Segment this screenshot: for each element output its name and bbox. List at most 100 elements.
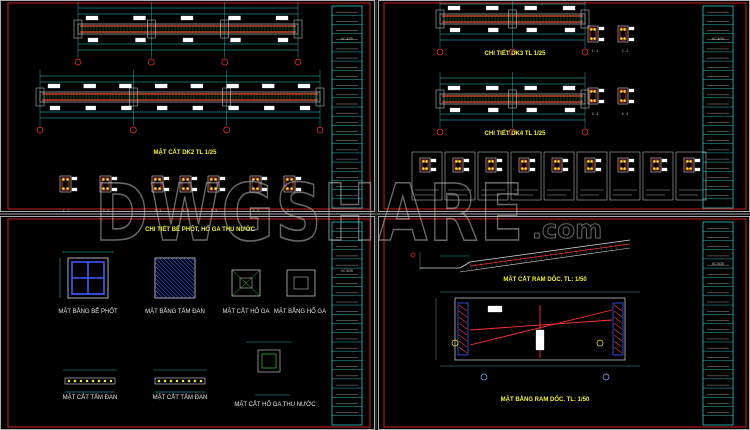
section-tag [694,158,701,163]
manhole-section [231,269,261,297]
sheet-number: KC 5/25 [341,269,353,273]
rebar-dot [554,167,557,170]
grid-bubble [581,128,589,136]
section-tag [529,158,536,163]
rebar-dot [623,160,626,163]
hatch-line [158,257,196,295]
wall-hatch [613,304,623,312]
rebar-tag [85,15,99,21]
section-tag [595,167,602,172]
rebar-tag [190,83,204,89]
caption-section-dk2: MẶT CẮT DK2 TL 1/25 [154,148,218,156]
slab-rebar [199,379,203,383]
section-stirrup [209,177,218,191]
rebar-dot [521,160,524,163]
section-outline [452,157,464,173]
rebar-dot [557,160,560,163]
rebar-dot [554,160,557,163]
slab-rebar [97,379,101,383]
caption-slab-section-a: MẶT CẮT TẤM ĐAN [63,393,118,401]
rebar-dot [521,167,524,170]
caption-septic-plan: MẶT BẰNG BỂ PHỐT [58,307,118,315]
rebar-dot [557,167,560,170]
rebar-tag [228,15,241,21]
column [315,87,325,107]
section-outline [179,175,192,193]
rebar-tag [182,37,194,43]
hatch-line [154,257,196,299]
rebar-dot [590,99,593,102]
slab-rebar [181,379,185,383]
ramp-hatch [604,245,608,252]
section-outline [617,157,629,173]
grid-bubble [436,48,444,56]
rebar-tag [562,5,576,11]
manhole-plan [286,269,316,297]
section-tag [219,187,226,192]
rebar-tag [564,107,576,113]
section-outline [617,87,629,105]
grid-bubble [147,58,155,66]
ramp-wall-left [457,302,469,356]
section-tag [430,158,437,163]
wall-hatch [458,334,468,342]
rebar-dot [182,187,185,190]
rebar-dot [491,160,494,163]
section-tag [694,167,701,172]
hatch-line [154,289,164,299]
rebar-dot [590,160,593,163]
grid-bubble [581,48,589,56]
caption-slab-section-b: MẶT CẮT TẤM ĐAN [153,393,208,401]
ramp-hatch [484,261,488,268]
section-stirrup [251,177,260,191]
section-labels-top-right: 1 - 1 2 - 2 3 - 3 4 - 4 [592,49,629,116]
hatch-line [162,257,196,291]
ramp-plan-outline [454,297,626,361]
slab-rebar [187,379,191,383]
rebar-tag [83,83,96,89]
hatch-line [170,257,196,283]
ramp-beam [469,309,613,346]
rebar-tag [154,83,168,89]
section-label: 7 - 7 [287,209,294,213]
wall-hatch [613,334,623,342]
ramp-hatch [539,254,543,261]
section-stirrup [487,159,495,171]
ramp-hatch [559,251,563,258]
slab-rebar [157,379,161,383]
rebar-dot [620,90,623,93]
wall-hatch [613,340,623,348]
rebar-tag [299,105,311,111]
rebar-tag [486,85,499,91]
ramp-hatch [519,256,523,264]
sheet-number: KC 5/25 [712,262,724,266]
section-tag [598,99,605,104]
section-tag [628,158,635,163]
section-tag [163,176,170,181]
rebar-tag [156,105,168,111]
rebar-dot [524,160,527,163]
ramp-hatch [569,249,573,257]
rebar-tag [226,83,239,89]
ramp-hatch [594,246,598,253]
section-outline [587,25,599,43]
ramp-hatch [584,247,588,254]
section-stirrup [619,159,627,171]
grid-bubble [221,58,229,66]
section-stirrup [652,159,660,171]
caption-detail-dk4: CHI TIẾT DK4 TL 1/25 [485,130,547,137]
section-tag [496,158,503,163]
rebar-dot [623,90,626,93]
caption-manhole-section-bottom: MẶT CẮT HỐ GA THU NƯỚC [234,400,316,408]
rebar-dot [623,28,626,31]
slab-rebar [109,379,113,383]
rebar-tag [180,15,194,21]
section-outline [485,157,497,173]
rebar-dot [455,160,458,163]
ramp-tag [487,305,503,313]
section-tag [628,167,635,172]
grid-bubble [596,339,604,347]
rebar-tag [49,105,61,111]
drawing-border [7,218,371,428]
rebar-dot [587,167,590,170]
